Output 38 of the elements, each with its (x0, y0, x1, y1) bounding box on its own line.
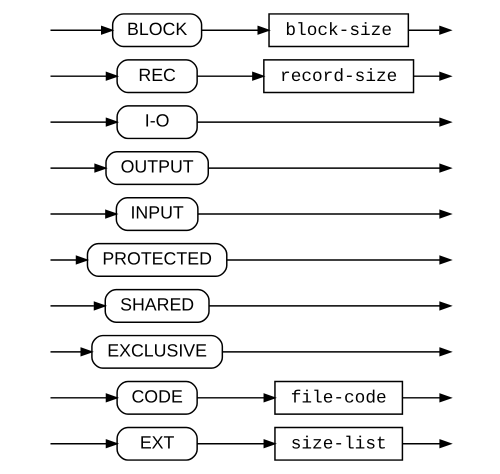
node-box: OUTPUT (104, 151, 208, 186)
arrow (50, 209, 118, 219)
arrow (50, 393, 119, 402)
arrow (208, 163, 452, 173)
arrow (50, 301, 107, 311)
node-box: REC (116, 59, 198, 94)
arrow (196, 72, 265, 81)
node-box: SHARED (104, 288, 210, 323)
node-box: EXCLUSIVE (90, 334, 223, 369)
node-box: size-list (274, 426, 403, 461)
node-box: I-O (116, 105, 198, 140)
arrow (50, 117, 119, 127)
arrow (50, 255, 89, 265)
arrow (50, 347, 94, 357)
arrow (196, 439, 276, 448)
arrow (222, 347, 452, 357)
node-box: record-size (262, 59, 414, 94)
node-box: PROTECTED (86, 242, 228, 278)
arrow (50, 163, 108, 173)
node-box: EXT (116, 426, 198, 461)
arrow (413, 72, 452, 81)
arrow (196, 117, 452, 127)
arrow (208, 301, 452, 311)
arrow (50, 439, 119, 448)
arrow (50, 26, 114, 35)
arrow (226, 255, 452, 265)
arrow (196, 393, 276, 402)
node-box: BLOCK (111, 13, 202, 48)
node-box: file-code (274, 380, 403, 415)
arrow (201, 26, 270, 35)
arrow (402, 439, 452, 448)
node-box: block-size (268, 13, 409, 48)
arrow (408, 26, 452, 35)
arrow (402, 393, 452, 402)
node-box: INPUT (115, 196, 198, 232)
arrow (198, 209, 452, 219)
node-box: CODE (116, 380, 198, 415)
arrow (50, 72, 119, 81)
